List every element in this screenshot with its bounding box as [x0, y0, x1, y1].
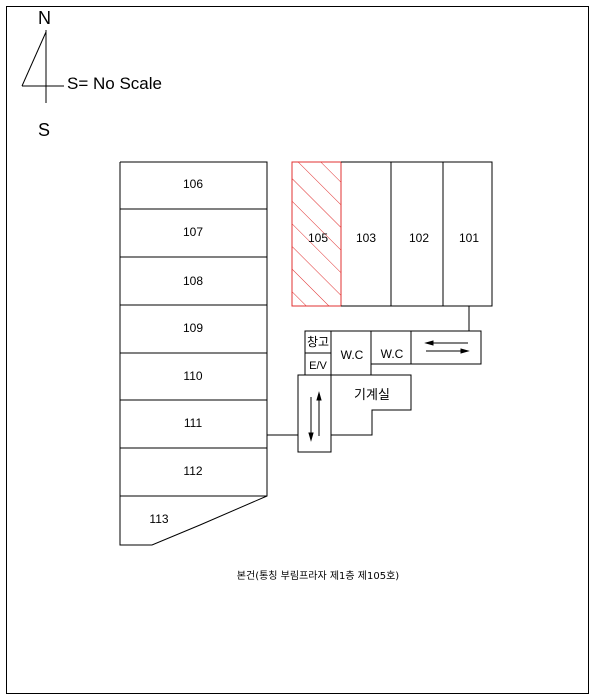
- machine-room-label: 기계실: [354, 388, 390, 403]
- wc-2-label: W.C: [381, 347, 404, 361]
- right-unit-block: [341, 161, 493, 307]
- unit-110-label: 110: [183, 369, 202, 383]
- vertical-escalator-arrows-icon: [308, 391, 322, 442]
- unit-113-label: 113: [149, 512, 168, 526]
- unit-107-label: 107: [183, 225, 203, 239]
- drawing-frame: [6, 6, 589, 694]
- unit-105-label: 105: [308, 231, 328, 245]
- unit-102-label: 102: [409, 231, 429, 245]
- caption: 본건(통칭 부림프라자 제1층 제105호): [237, 570, 399, 582]
- unit-106-label: 106: [183, 177, 203, 191]
- wc-1-label: W.C: [341, 348, 364, 362]
- scale-note: S= No Scale: [67, 74, 162, 93]
- left-unit-block: [119, 161, 268, 546]
- horizontal-escalator-arrows-icon: [424, 340, 470, 354]
- unit-111-label: 111: [184, 416, 203, 430]
- unit-109-label: 109: [183, 321, 203, 335]
- compass-south-label: S: [38, 120, 50, 140]
- storage-label: 창고: [307, 335, 329, 349]
- unit-101-label: 101: [459, 231, 479, 245]
- unit-105-highlight: [292, 162, 341, 306]
- north-arrow: [21, 30, 64, 103]
- unit-108-label: 108: [183, 274, 203, 288]
- unit-103-label: 103: [356, 231, 376, 245]
- compass-north-label: N: [38, 8, 51, 28]
- unit-112-label: 112: [183, 464, 202, 478]
- unit-105-outline: [291, 161, 342, 307]
- facilities-core: [267, 330, 482, 453]
- elevator-label: E/V: [309, 360, 327, 372]
